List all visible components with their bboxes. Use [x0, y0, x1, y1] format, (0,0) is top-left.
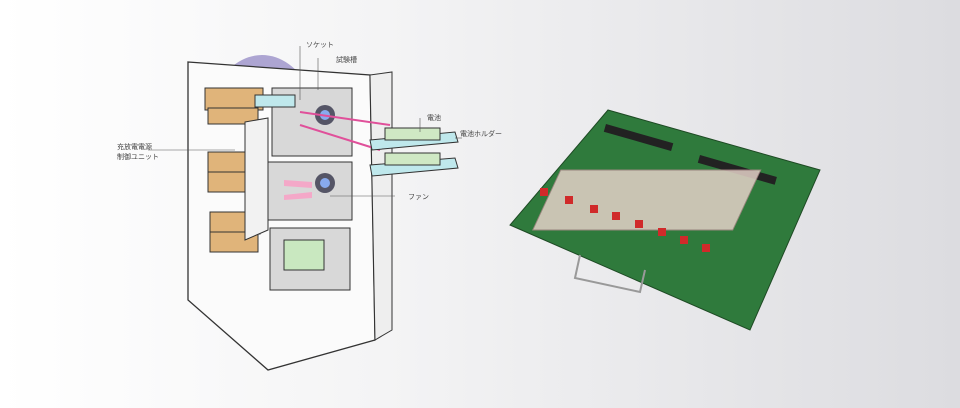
label-fan: ファン	[408, 193, 429, 201]
label-control-unit-1: 充放電電源	[117, 143, 152, 151]
label-battery-holder: 電池ホルダー	[460, 130, 502, 138]
chamber-compartments	[267, 87, 353, 291]
pcb-board-photo	[509, 109, 821, 331]
label-battery: 電池	[427, 114, 441, 122]
arrows	[299, 111, 391, 151]
label-socket: ソケット	[306, 41, 334, 49]
label-control-unit-2: 制御ユニット	[117, 153, 159, 161]
label-chamber: 試験槽	[336, 56, 357, 64]
battery-holders	[369, 127, 459, 177]
test-chamber-illustration	[148, 46, 462, 371]
